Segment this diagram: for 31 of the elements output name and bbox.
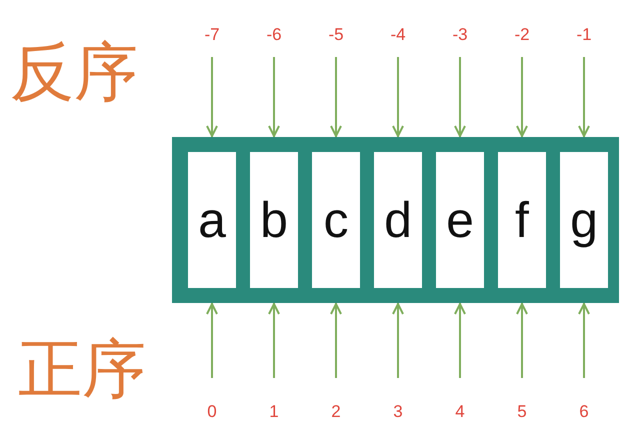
index-label: 5 [507,402,537,422]
arrow [330,57,342,137]
arrow [578,57,590,137]
heading-label: 正序 [18,335,146,405]
arrow [206,303,218,378]
index-label: -7 [197,25,227,45]
index-label: -4 [383,25,413,45]
arrow [392,303,404,378]
index-label: -5 [321,25,351,45]
index-label: 6 [569,402,599,422]
arrow [454,57,466,137]
arrow [516,57,528,137]
arrow [268,57,280,137]
arrow [392,57,404,137]
index-label: 3 [383,402,413,422]
arrow [578,303,590,378]
index-label: -2 [507,25,537,45]
arrow [454,303,466,378]
index-label: 4 [445,402,475,422]
index-label: 0 [197,402,227,422]
arrow [516,303,528,378]
index-label: -1 [569,25,599,45]
index-label: 2 [321,402,351,422]
arrow [268,303,280,378]
index-label: 1 [259,402,289,422]
index-label: -6 [259,25,289,45]
index-label: -3 [445,25,475,45]
arrow [206,57,218,137]
array-box [172,137,619,303]
heading-label: 反序 [10,38,138,108]
arrow [330,303,342,378]
